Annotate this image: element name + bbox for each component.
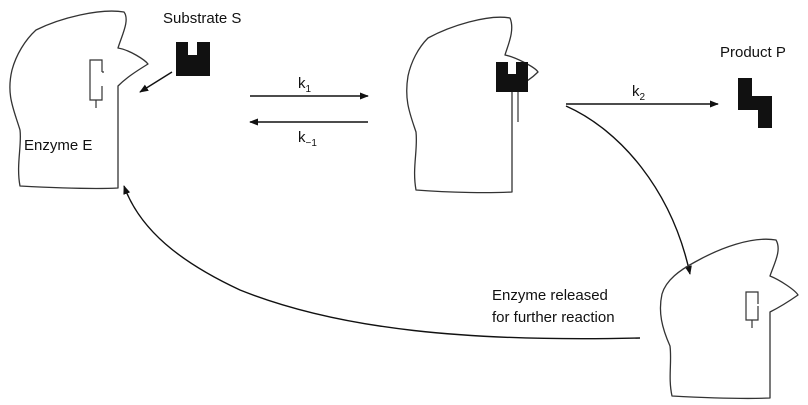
binding-arrow: [139, 71, 173, 93]
enzyme-free-active-site: [89, 59, 104, 108]
enzyme-free-outline: [9, 10, 149, 190]
reverse-rate-label: k−1: [298, 129, 317, 149]
catalytic-rate-label: k2: [632, 83, 646, 103]
substrate-block: [176, 42, 210, 76]
released-label-line2: for further reaction: [492, 309, 615, 326]
enzyme-released: [659, 238, 799, 400]
substrate-group: Substrate S: [139, 10, 241, 93]
product-block: [738, 78, 772, 128]
complex-bound-substrate: [496, 62, 528, 92]
product-label: Product P: [720, 44, 786, 61]
enzyme-label: Enzyme E: [24, 137, 92, 154]
released-enzyme-outline: [659, 238, 799, 400]
forward-rate-label: k1: [298, 75, 312, 95]
recycle-arrow: [123, 185, 641, 340]
substrate-label: Substrate S: [163, 10, 241, 27]
release-arrow: [565, 105, 692, 275]
complex-outline: [406, 16, 539, 194]
released-enzyme-active-site: [745, 291, 759, 328]
equilibrium-arrows: k1 k−1: [249, 75, 369, 149]
catalysis-group: k2: [566, 83, 719, 108]
enzyme-substrate-complex: [406, 16, 539, 194]
enzyme-free: Enzyme E: [9, 10, 149, 190]
product-group: Product P: [720, 44, 786, 128]
released-label-line1: Enzyme released: [492, 287, 608, 304]
